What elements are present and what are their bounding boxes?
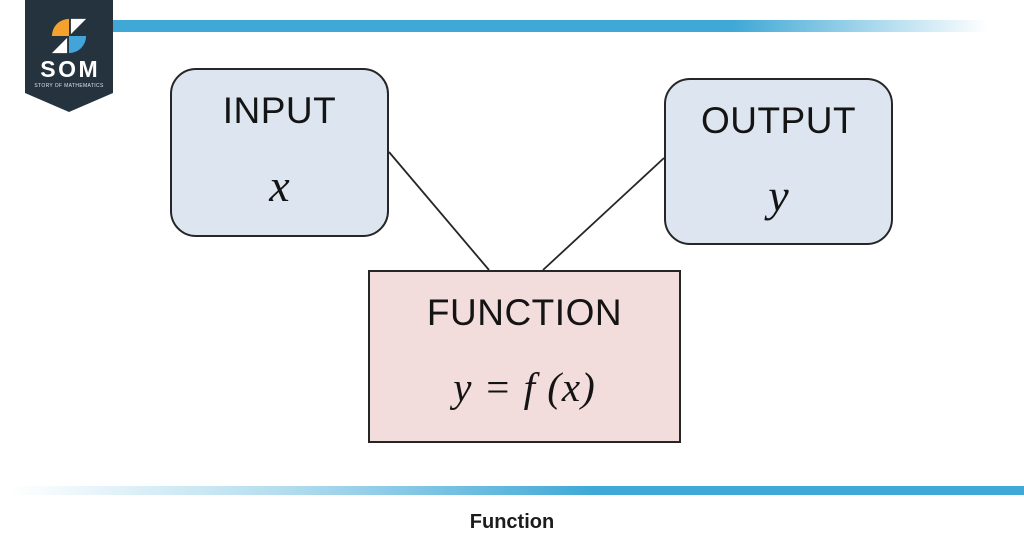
figure-caption: Function [469,511,555,533]
output-node-symbol: y [768,169,789,221]
logo-wordmark: SOM [40,56,101,82]
connector-output-function [542,157,665,271]
function-node: FUNCTION y = f (x) [368,270,681,443]
function-node-formula: y = f (x) [453,363,596,410]
output-node: OUTPUT y [664,78,893,245]
output-node-label: OUTPUT [700,100,857,141]
input-node: INPUT x [170,68,389,237]
som-lightning-icon [51,18,87,54]
logo-tagline: STORY OF MATHEMATICS [34,83,104,89]
input-node-symbol: x [269,159,290,211]
input-node-label: INPUT [222,90,337,131]
bottom-accent-line [0,486,1024,495]
function-node-label: FUNCTION [426,292,623,333]
som-logo-banner: SOM STORY OF MATHEMATICS [25,0,113,112]
connector-input-function [388,151,490,271]
top-accent-line [113,20,1024,32]
